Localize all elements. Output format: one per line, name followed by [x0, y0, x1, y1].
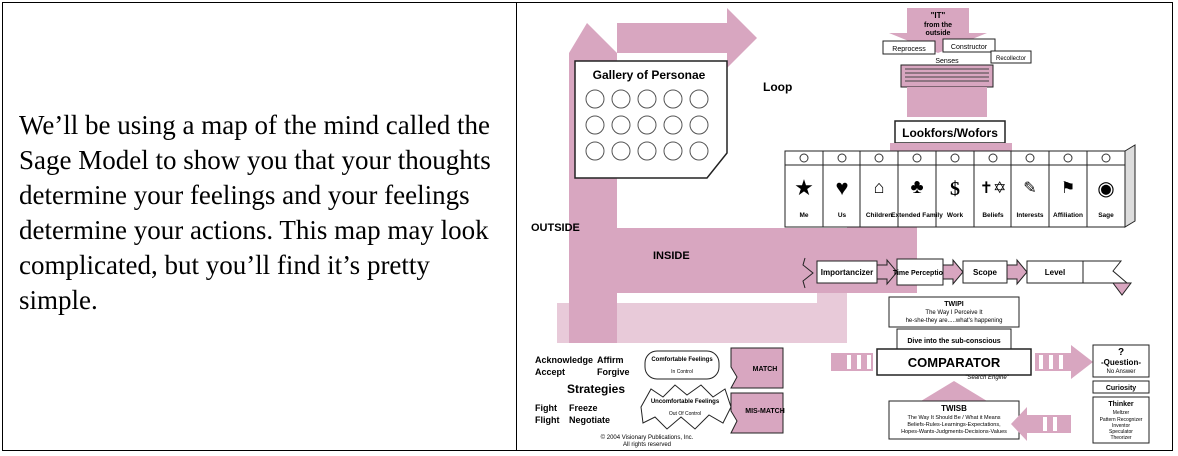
forgive-label: Forgive [597, 367, 630, 377]
it-input: "IT" from the outside Reprocess Construc… [882, 8, 1032, 117]
lookfors-label: Lookfors/Wofors [902, 126, 998, 140]
negotiate-label: Negotiate [569, 415, 610, 425]
senses-label: Senses [935, 58, 959, 65]
column-divider [516, 2, 517, 451]
sage-model-diagram: Gallery of Personae Loop OUTSIDE INSIDE … [531, 8, 1150, 448]
star-icon: ★ [794, 175, 814, 200]
table-border [2, 2, 1173, 451]
twisb: TWISB The Way It Should Be / What it Mea… [888, 381, 1071, 441]
globe-icon: ◉ [1097, 178, 1114, 200]
strategies-block: Acknowledge Affirm Accept Forgive Strate… [531, 343, 831, 434]
thinker-role-1: Meltzer [1113, 410, 1130, 416]
twipi-box [888, 296, 1020, 328]
filter-importancizer: Importancizer [821, 268, 873, 277]
interests-icon: ✎ [1023, 180, 1036, 197]
category-interests: Interests [1016, 212, 1043, 219]
tree-icon: ♣ [910, 176, 923, 198]
accept-label: Accept [535, 367, 565, 377]
intro-paragraph: We’ll be using a map of the mind called … [19, 110, 491, 315]
freeze-label: Freeze [569, 403, 598, 413]
in-control-label: In Control [671, 369, 693, 375]
twipi-title: TWIPI [944, 301, 963, 308]
copyright-line-1: © 2004 Visionary Publications, Inc. [601, 434, 694, 441]
category-me: Me [799, 212, 808, 219]
reprocess-label: Reprocess [892, 46, 926, 53]
dive-label: Dive into the sub-conscious [907, 338, 1000, 345]
copyright-line-2: All rights reserved [623, 442, 671, 448]
category-beliefs: Beliefs [982, 212, 1004, 219]
mismatch-label: MIS-MATCH [745, 408, 785, 415]
filter-row: Importancizer Time Perception Scope Leve… [802, 257, 1132, 296]
question-panel: ? -Question- No Answer Curiosity Thinker… [1092, 344, 1150, 444]
match-label: MATCH [753, 366, 778, 373]
twisb-line-1: The Way It Should Be / What it Means [907, 415, 1000, 421]
faith-icon: ✝✡ [980, 180, 1007, 197]
loop-label: Loop [763, 80, 792, 94]
strategies-label: Strategies [567, 382, 625, 396]
out-of-control-label: Out Of Control [669, 411, 701, 417]
filter-level: Level [1045, 268, 1065, 277]
category-affiliation: Affiliation [1053, 212, 1083, 219]
comparator-label: COMPARATOR [908, 355, 1001, 370]
filter-time-perception: Time Perception [893, 270, 947, 277]
heart-icon: ♥ [835, 175, 848, 200]
category-work: Work [947, 212, 964, 219]
gallery-of-personae: Gallery of Personae [574, 60, 728, 179]
flight-label: Flight [535, 415, 560, 425]
category-extended-family: Extended Family [891, 212, 943, 219]
twipi-line-2: he-she-they are.....what's happening [906, 318, 1003, 324]
thinker-role-5: Theorizer [1110, 435, 1131, 441]
it-line-3: outside [926, 30, 951, 37]
twisb-title: TWISB [941, 404, 967, 413]
flag-icon: ⚑ [1061, 180, 1075, 197]
comfortable-label: Comfortable Feelings [651, 357, 713, 363]
constructor-label: Constructor [951, 44, 988, 51]
recollector-label: Recollector [996, 56, 1026, 62]
category-sage: Sage [1098, 212, 1114, 219]
dollar-icon: $ [950, 178, 960, 200]
curiosity-label: Curiosity [1106, 385, 1136, 392]
twisb-line-3: Hopes-Wants-Judgments-Decisions-Values [901, 429, 1007, 435]
category-us: Us [838, 212, 847, 219]
search-engine-label: "Search Engine" [965, 375, 1009, 381]
fight-label: Fight [535, 403, 557, 413]
question-mark: ? [1118, 347, 1124, 358]
it-line-2: from the [924, 22, 952, 29]
uncomfortable-label: Uncomfortable Feelings [651, 399, 720, 405]
it-line-1: "IT" [931, 11, 946, 20]
category-row: ★ ♥ ⌂ ♣ $ ✝✡ ✎ ⚑ ◉ Me Us Children Extend… [784, 144, 1136, 228]
thinker-role-3: Inventor [1112, 423, 1130, 429]
filter-scope: Scope [973, 268, 998, 277]
persona-faces [585, 89, 709, 161]
thinker-role-2: Pattern Recognizer [1100, 417, 1143, 423]
affirm-label: Affirm [597, 355, 624, 365]
gallery-title: Gallery of Personae [593, 68, 706, 82]
house-icon: ⌂ [874, 177, 885, 197]
thinker-label: Thinker [1108, 401, 1134, 408]
acknowledge-label: Acknowledge [535, 355, 593, 365]
twipi-line-1: The Way I Perceive It [925, 310, 982, 316]
twisb-line-2: Beliefs-Rules-Learnings-Expectations, [907, 422, 1001, 428]
thinker-role-4: Speculator [1109, 429, 1133, 435]
outside-label: OUTSIDE [531, 222, 580, 234]
no-answer-label: No Answer [1106, 369, 1135, 375]
inside-label: INSIDE [653, 250, 690, 262]
category-children: Children [866, 212, 892, 219]
question-label: -Question- [1101, 358, 1141, 367]
